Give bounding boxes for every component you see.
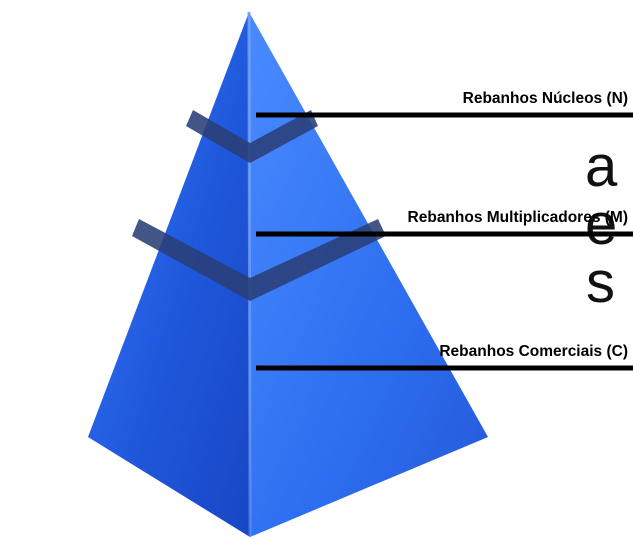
tier-divider-band-lower <box>132 219 386 301</box>
tier-label-multiplicadores: Rebanhos Multiplicadores (M) <box>408 209 628 226</box>
pyramid-front-edge <box>247 11 252 538</box>
side-text-fragment-3: s <box>586 250 615 315</box>
pyramid-right-face <box>249 12 488 537</box>
side-text-fragment-2: e <box>585 192 618 257</box>
side-text-fragment-1: a <box>585 134 618 199</box>
tier-label-comerciais: Rebanhos Comerciais (C) <box>439 343 628 360</box>
pyramid-left-face <box>88 12 250 537</box>
tier-label-nucleos: Rebanhos Núcleos (N) <box>463 90 628 107</box>
